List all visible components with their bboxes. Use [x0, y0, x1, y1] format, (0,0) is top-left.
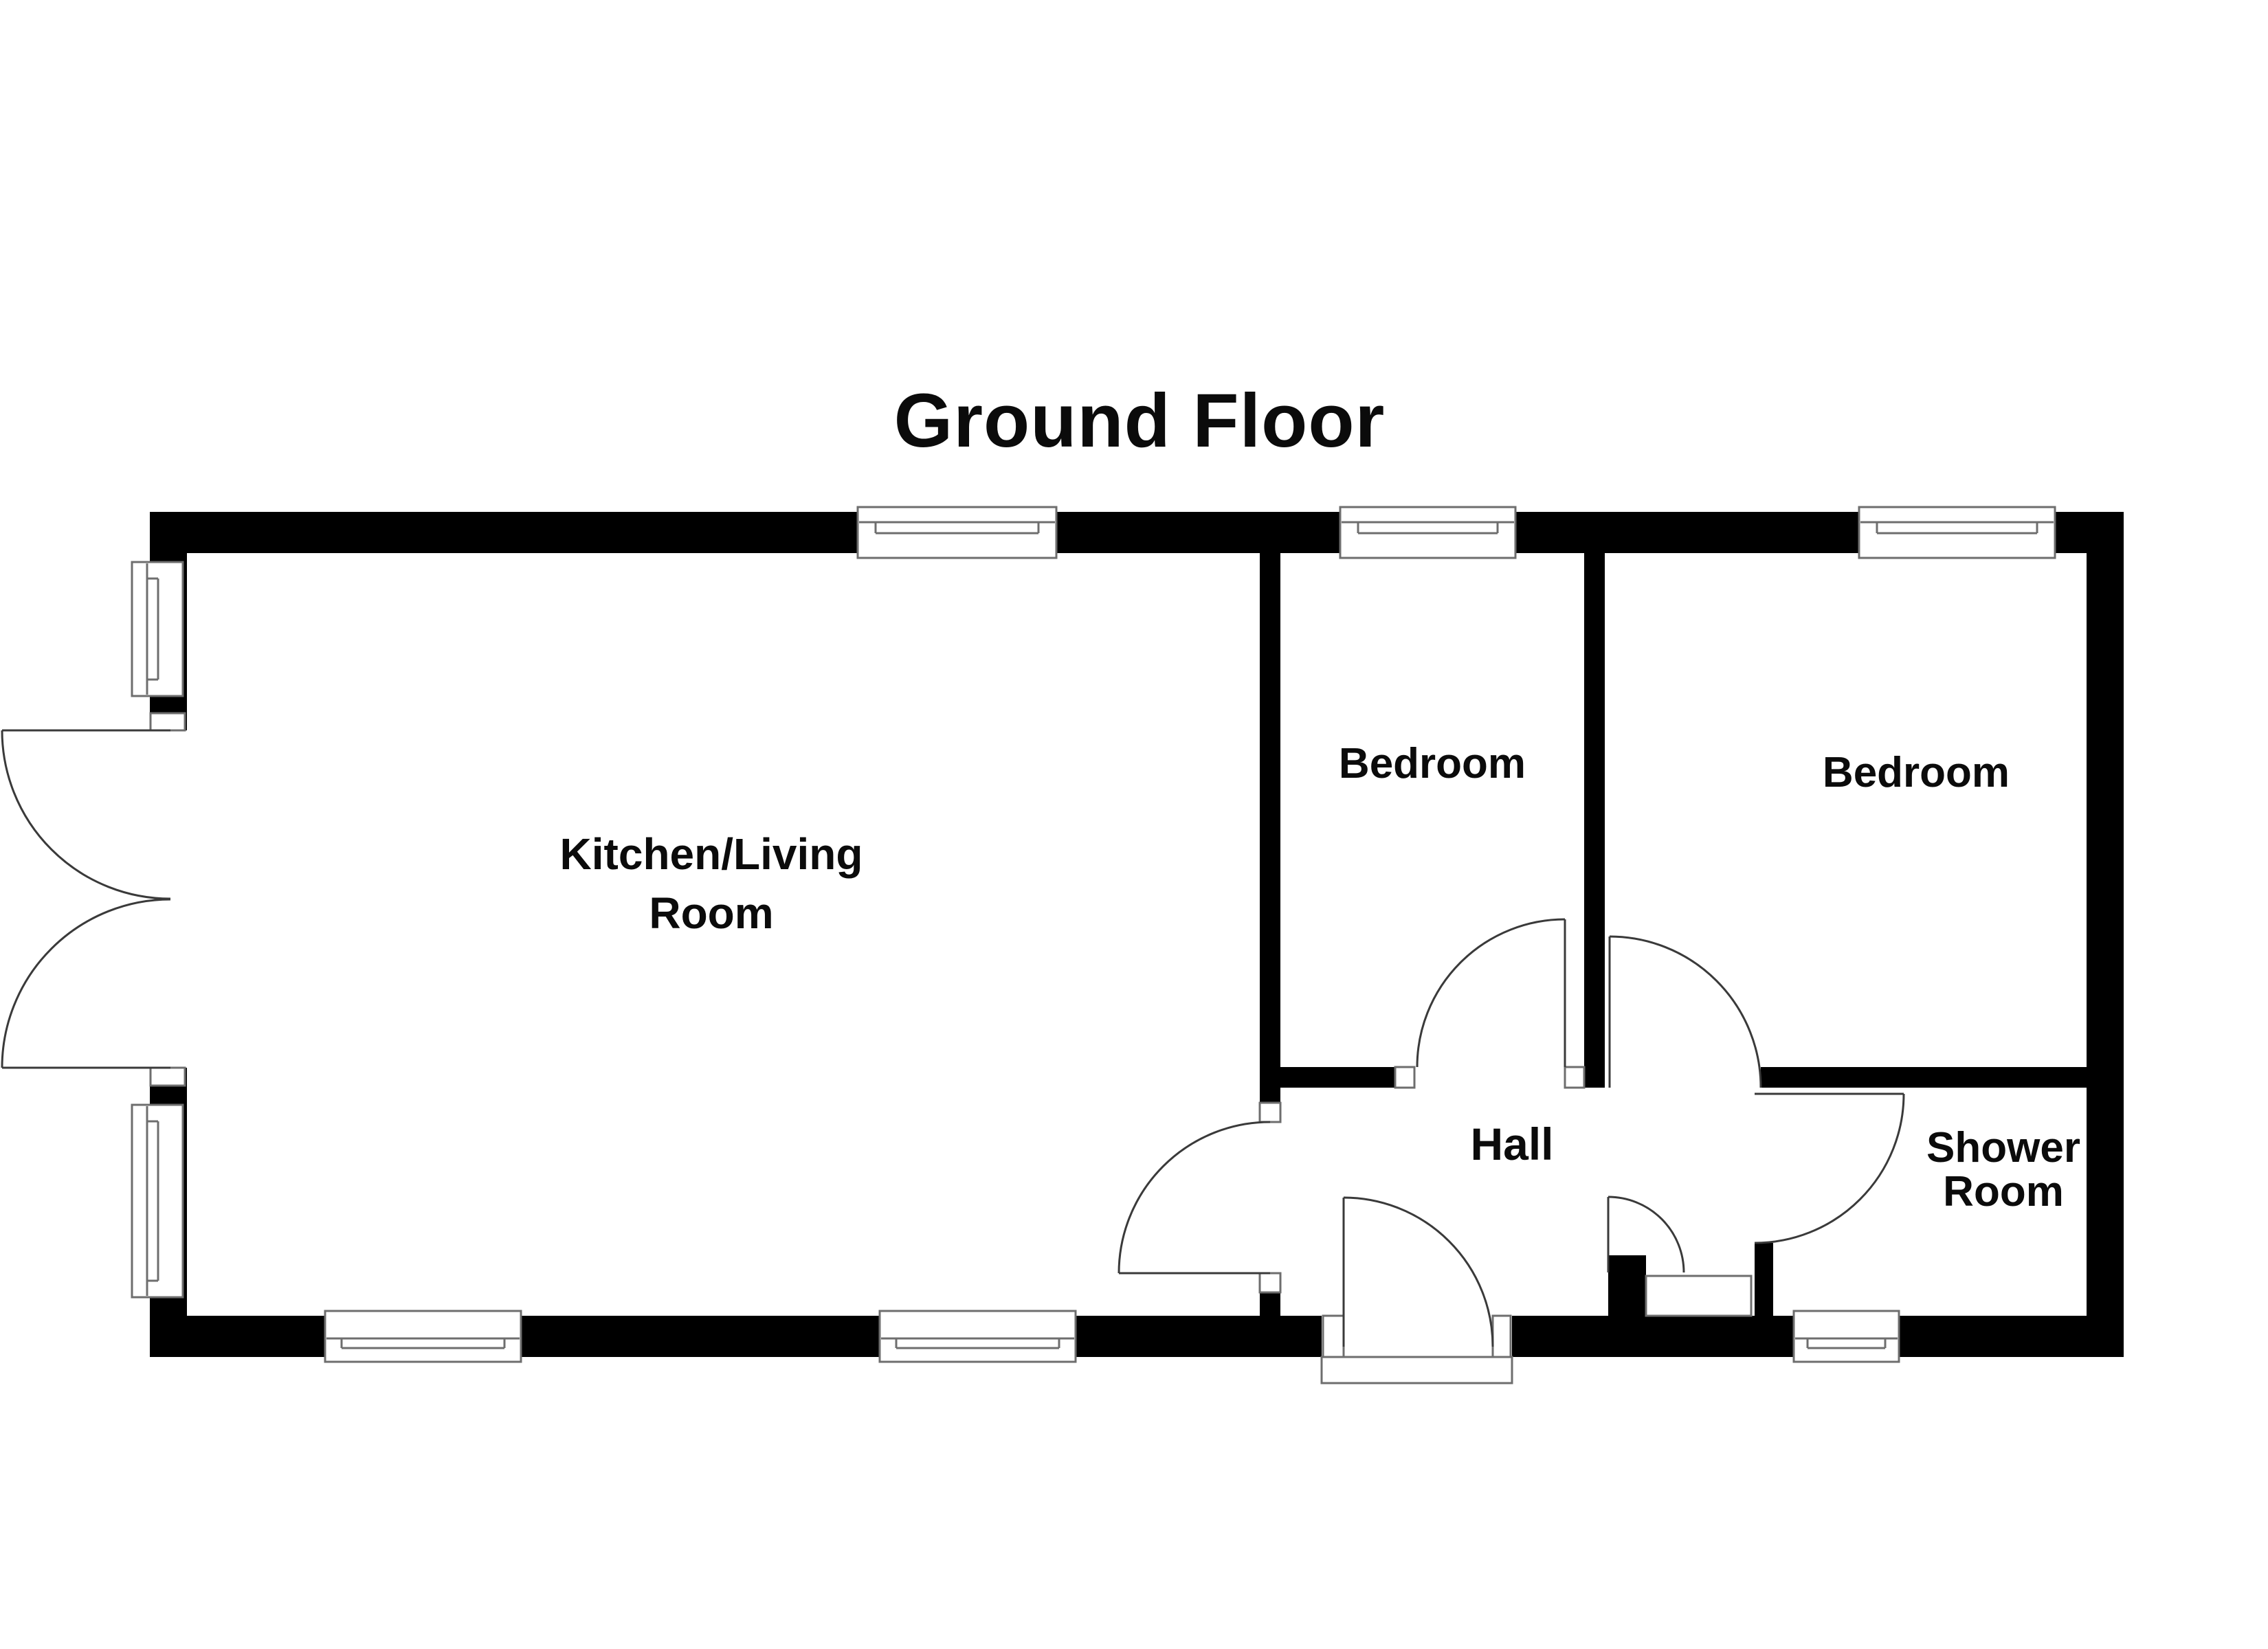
window-bottom-shower: [1792, 1310, 1900, 1363]
wall-top: [150, 512, 2124, 553]
wall-kitchen-divider-stub: [1260, 1292, 1280, 1316]
room-label-shower-line1: Shower: [1926, 1124, 2080, 1171]
wall-shower-west-stub: [1755, 1243, 1773, 1316]
kitchen-door-frame-top: [1258, 1101, 1282, 1123]
wall-bedroom-divider: [1584, 553, 1605, 1088]
wall-cupboard-stub: [1608, 1255, 1646, 1316]
wall-bedroom2-bottom: [1761, 1067, 2088, 1088]
page-title: Ground Floor: [894, 379, 1386, 463]
room-label-kitchen-living-line1: Kitchen/Living: [560, 829, 863, 879]
cupboard-door-swing: [1607, 1196, 1685, 1273]
kitchen-door-swing: [1118, 1121, 1271, 1275]
window-top-bedroom1: [1339, 506, 1517, 559]
wall-kitchen-divider: [1260, 553, 1280, 1103]
french-door-frame-bottom: [149, 1066, 186, 1087]
wall-right: [2087, 512, 2124, 1357]
room-label-bedroom-1: Bedroom: [1339, 740, 1526, 787]
room-label-hall: Hall: [1470, 1119, 1553, 1169]
bedroom1-door-swing: [1416, 918, 1566, 1068]
bedroom2-door-swing: [1608, 935, 1762, 1088]
window-left-upper: [131, 561, 184, 697]
french-door-frame-top: [149, 712, 186, 732]
window-top-kitchen: [856, 506, 1058, 559]
shower-door-swing: [1754, 1092, 1905, 1244]
window-top-bedroom2: [1858, 506, 2056, 559]
bedroom1-door-frame-left: [1394, 1066, 1416, 1089]
window-bottom-kitchen-right: [878, 1310, 1077, 1363]
room-label-kitchen-living-line2: Room: [649, 888, 773, 938]
interior-walls: [1260, 553, 2088, 1316]
room-label-bedroom-2: Bedroom: [1823, 749, 2010, 796]
door-frames: [149, 712, 1753, 1384]
window-left-lower: [131, 1103, 184, 1299]
front-door-opening: [1322, 1314, 1512, 1358]
window-bottom-kitchen-left: [324, 1310, 522, 1363]
french-door-swing: [1, 729, 171, 1069]
windows: [131, 506, 2056, 1363]
front-door-swing: [1342, 1196, 1494, 1347]
cupboard-box: [1645, 1275, 1753, 1317]
kitchen-door-frame-bottom: [1258, 1272, 1282, 1294]
door-swings: [1, 729, 1905, 1347]
front-door-frame-left: [1322, 1314, 1345, 1358]
wall-bedroom1-bottom: [1280, 1067, 1395, 1088]
bedroom1-door-frame-right: [1564, 1066, 1586, 1089]
front-door-step: [1320, 1356, 1513, 1384]
room-label-shower-line2: Room: [1943, 1168, 2064, 1215]
front-door-frame-right: [1491, 1314, 1512, 1358]
